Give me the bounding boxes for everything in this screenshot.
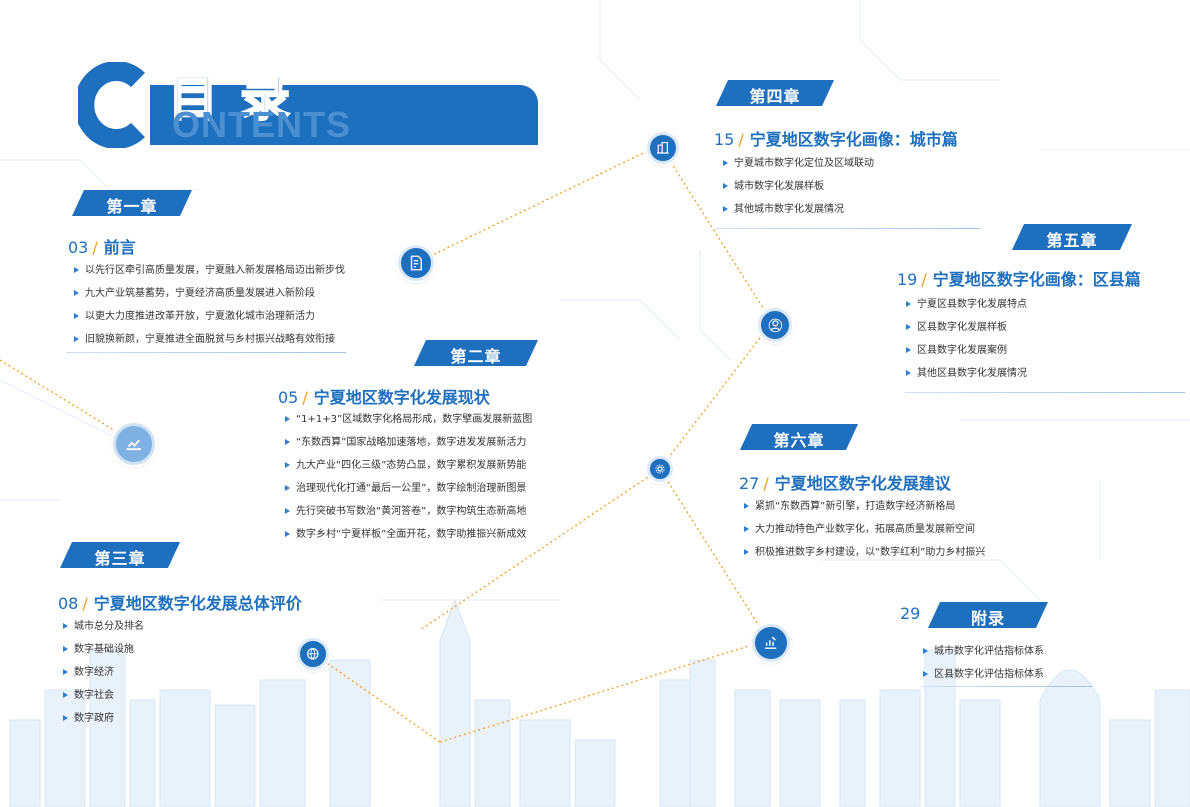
chapter-2-title[interactable]: 05/宁夏地区数字化发展现状 (278, 388, 490, 407)
page-number: 27 (739, 474, 760, 493)
chapter-1-title[interactable]: 03/前言 (68, 238, 136, 257)
document-edit-icon (398, 245, 434, 281)
list-item[interactable]: 宁夏区县数字化发展特点 (905, 293, 1027, 316)
page-number: 08 (58, 594, 79, 613)
appendix-items: 城市数字化评估指标体系 区县数字化评估指标体系 (922, 640, 1044, 686)
chapter-3-items: 城市总分及排名 数字基础设施 数字经济 数字社会 数字政府 (62, 615, 144, 730)
chapter-5-tag: 第五章 (1012, 224, 1132, 250)
list-item[interactable]: 数字经济 (62, 661, 144, 684)
chapter-title-text: 宁夏地区数字化画像：区县篇 (932, 270, 1141, 289)
chapter-tag-label: 第六章 (773, 431, 825, 450)
chapter-2-items: “1+1+3”区域数字化格局形成，数字擘画发展新蓝图 “东数西算”国家战略加速落… (284, 408, 532, 546)
chapter-6-title[interactable]: 27/宁夏地区数字化发展建议 (739, 474, 951, 493)
list-item[interactable]: 九大产业筑基蓄势，宁夏经济高质量发展进入新阶段 (73, 282, 345, 305)
list-item[interactable]: “东数西算”国家战略加速落地，数字进发发展新活力 (284, 431, 532, 454)
list-item[interactable]: 数字社会 (62, 684, 144, 707)
chapter-tag-label: 附录 (970, 609, 1005, 628)
list-item[interactable]: 治理现代化打通“最后一公里”，数字绘制治理新图景 (284, 477, 532, 500)
chapter-title-text: 宁夏地区数字化发展现状 (313, 388, 490, 407)
chapter-1-items: 以先行区牵引高质量发展，宁夏融入新发展格局迈出新步伐 九大产业筑基蓄势，宁夏经济… (73, 259, 345, 351)
chapter-tag-label: 第二章 (450, 347, 502, 366)
appendix-tag: 附录 (928, 602, 1048, 628)
page-number: 03 (68, 238, 89, 257)
chart-edit-icon (752, 624, 790, 662)
chapter-4-tag: 第四章 (716, 80, 834, 106)
logo-c-letter (78, 62, 145, 148)
chapter-tag-label: 第一章 (106, 197, 158, 216)
chapter-3-tag: 第三章 (60, 542, 180, 568)
chapter-4-title[interactable]: 15/宁夏地区数字化画像：城市篇 (714, 130, 958, 149)
chapter-1-tag: 第一章 (72, 190, 192, 216)
page-number: 05 (278, 388, 299, 407)
list-item[interactable]: 数字乡村“宁夏样板”全面开花，数字助推振兴新成效 (284, 523, 532, 546)
list-item[interactable]: 旧貌换新颜，宁夏推进全面脱贫与乡村振兴战略有效衔接 (73, 328, 345, 351)
chapter-title-text: 前言 (103, 238, 136, 257)
list-item[interactable]: 先行突破书写数治“黄河答卷”，数字构筑生态新高地 (284, 500, 532, 523)
chapter-4-underline (715, 228, 980, 229)
chapter-tag-label: 第三章 (94, 549, 146, 568)
chapter-6-items: 紧抓“东数西算”新引擎，打造数字经济新格局 大力推动特色产业数字化，拓展高质量发… (743, 495, 985, 564)
chapter-title-text: 宁夏地区数字化发展总体评价 (93, 594, 302, 613)
page-number: 29 (900, 604, 921, 623)
page-title: 目录 (167, 68, 312, 128)
chapter-tag-label: 第四章 (749, 87, 801, 106)
chapter-5-items: 宁夏区县数字化发展特点 区县数字化发展样板 区县数字化发展案例 其他区县数字化发… (905, 293, 1027, 385)
page-subtitle: ONTENTS (172, 104, 352, 145)
list-item[interactable]: 数字基础设施 (62, 638, 144, 661)
list-item[interactable]: 九大产业“四化三级”态势凸显，数字累积发展新势能 (284, 454, 532, 477)
list-item[interactable]: 城市数字化评估指标体系 (922, 640, 1044, 663)
chapter-6-tag: 第六章 (740, 424, 858, 450)
list-item[interactable]: 区县数字化发展样板 (905, 316, 1027, 339)
list-item[interactable]: 以先行区牵引高质量发展，宁夏融入新发展格局迈出新步伐 (73, 259, 345, 282)
city-report-icon (647, 132, 679, 164)
list-item[interactable]: 以更大力度推进改革开放，宁夏激化城市治理新活力 (73, 305, 345, 328)
settings-icon (647, 456, 673, 482)
chapter-2-tag: 第二章 (414, 340, 538, 366)
chapter-5-underline (905, 392, 1185, 393)
appendix-underline (922, 686, 1092, 687)
chapter-title-text: 宁夏地区数字化画像：城市篇 (749, 130, 958, 149)
chapter-1-underline (66, 352, 346, 353)
person-profile-icon (758, 308, 792, 342)
list-item[interactable]: 宁夏城市数字化定位及区域联动 (722, 152, 874, 175)
list-item[interactable]: 积极推进数字乡村建设，以“数字红利”助力乡村振兴 (743, 541, 985, 564)
line-chart-icon (113, 423, 155, 465)
page-number: 19 (897, 270, 918, 289)
appendix-page-number: 29 (900, 604, 920, 623)
chapter-3-title[interactable]: 08/宁夏地区数字化发展总体评价 (58, 594, 302, 613)
globe-icon (297, 638, 329, 670)
title-bar (150, 85, 538, 145)
list-item[interactable]: 城市总分及排名 (62, 615, 144, 638)
list-item[interactable]: 区县数字化评估指标体系 (922, 663, 1044, 686)
chapter-4-items: 宁夏城市数字化定位及区域联动 城市数字化发展样板 其他城市数字化发展情况 (722, 152, 874, 221)
list-item[interactable]: 区县数字化发展案例 (905, 339, 1027, 362)
chapter-5-title[interactable]: 19/宁夏地区数字化画像：区县篇 (897, 270, 1141, 289)
list-item[interactable]: 城市数字化发展样板 (722, 175, 874, 198)
list-item[interactable]: 紧抓“东数西算”新引擎，打造数字经济新格局 (743, 495, 985, 518)
list-item[interactable]: “1+1+3”区域数字化格局形成，数字擘画发展新蓝图 (284, 408, 532, 431)
chapter-title-text: 宁夏地区数字化发展建议 (774, 474, 951, 493)
list-item[interactable]: 其他区县数字化发展情况 (905, 362, 1027, 385)
list-item[interactable]: 数字政府 (62, 707, 144, 730)
list-item[interactable]: 大力推动特色产业数字化，拓展高质量发展新空间 (743, 518, 985, 541)
chapter-tag-label: 第五章 (1046, 231, 1098, 250)
list-item[interactable]: 其他城市数字化发展情况 (722, 198, 874, 221)
page-number: 15 (714, 130, 735, 149)
